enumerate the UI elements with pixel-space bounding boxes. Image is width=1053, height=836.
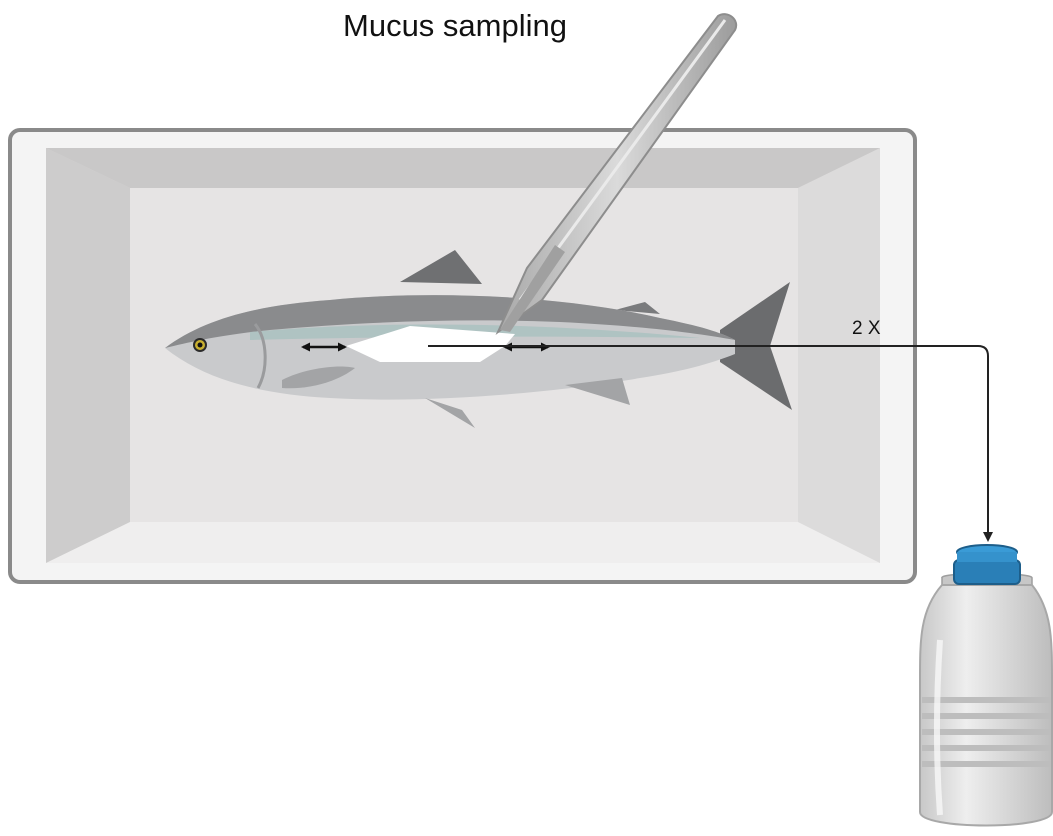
repeat-count-label: 2 X: [852, 318, 881, 340]
sample-bottle: [920, 545, 1052, 826]
